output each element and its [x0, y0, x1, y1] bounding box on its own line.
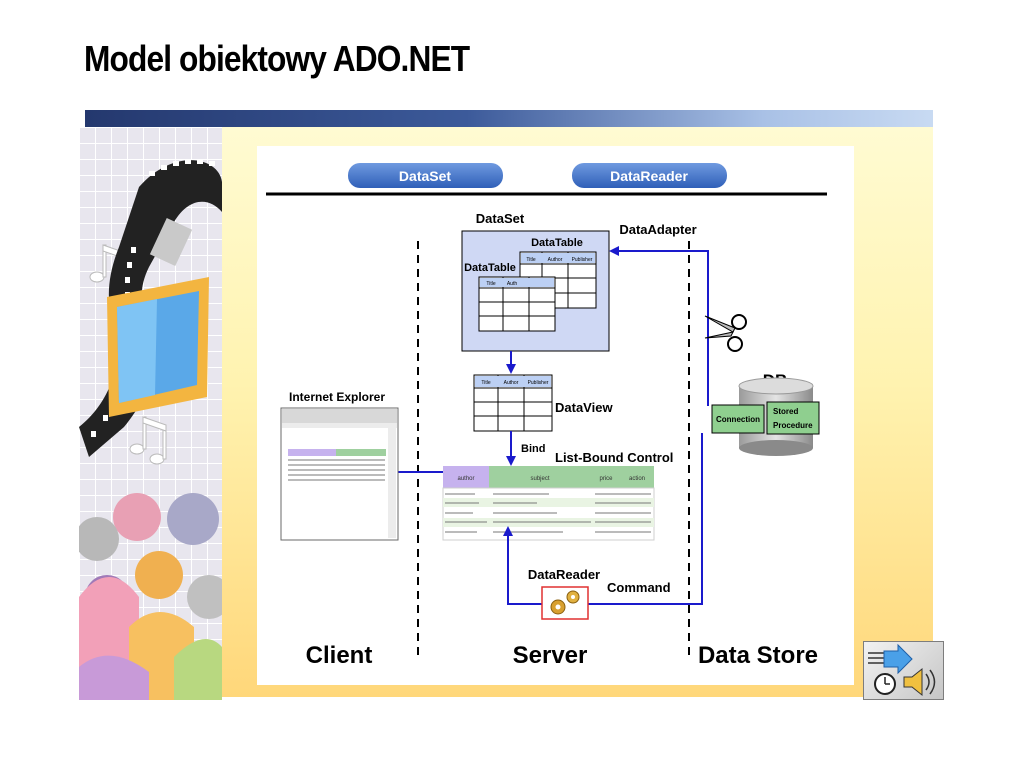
- datatable-back-header: [521, 253, 595, 263]
- zone-client: Client: [306, 642, 373, 669]
- command-arrow: [588, 433, 703, 605]
- internet-explorer-label: Internet Explorer: [289, 390, 385, 404]
- dataset-tab: [348, 163, 503, 188]
- audio-narration-button[interactable]: [863, 641, 944, 700]
- list-bound-header: author: [457, 476, 474, 482]
- browser-window-icon: [280, 407, 399, 541]
- ado-net-diagram: DataSet DataReader DataSet DataTable Tit…: [257, 146, 854, 685]
- list-bound-control-label: List-Bound Control: [555, 450, 673, 465]
- datareader-tab: [572, 163, 727, 188]
- datatable-front-header: [480, 278, 554, 287]
- zone-data-store: Data Store: [698, 642, 818, 669]
- scissors-icon: [704, 314, 747, 352]
- dataview-col: Publisher: [528, 380, 549, 386]
- speed-lines-icon: [868, 652, 886, 664]
- gears-icon: [541, 586, 589, 620]
- dataview-label: DataView: [555, 400, 613, 415]
- list-bound-header: price: [599, 476, 613, 482]
- datatable-back-label: DataTable: [531, 237, 583, 249]
- stored-procedure-box: [766, 401, 820, 435]
- slide-title: Model obiektowy ADO.NET: [84, 38, 470, 79]
- datareader-arrow: [503, 526, 542, 605]
- dataview-col: Title: [481, 380, 490, 386]
- connection-box: [711, 404, 765, 434]
- speaker-icon: [903, 667, 936, 697]
- dataset-tab-label: DataSet: [399, 168, 451, 184]
- datatable-front-label: DataTable: [464, 262, 516, 274]
- datatable-back-col: Author: [548, 257, 563, 263]
- command-label: Command: [607, 580, 671, 595]
- list-bound-header: action: [629, 476, 645, 482]
- arrow-right-icon: [883, 643, 913, 675]
- crowd-icon: [79, 493, 222, 700]
- zone-server: Server: [513, 642, 588, 669]
- stored-procedure-label: Procedure: [773, 421, 813, 430]
- connection-label: Connection: [716, 415, 760, 424]
- dataview-header: [475, 376, 551, 387]
- datatable-front-col: Title: [486, 281, 495, 287]
- list-bound-header: subject: [530, 476, 549, 482]
- datareader-tab-label: DataReader: [610, 168, 688, 184]
- stored-procedure-label: Stored: [773, 407, 798, 416]
- dataadapter-arrow: [609, 246, 709, 406]
- list-bound-control: [442, 466, 655, 541]
- dataadapter-label: DataAdapter: [619, 222, 696, 237]
- clock-icon: [874, 673, 896, 695]
- picture-frame-icon: [107, 277, 209, 417]
- title-underline-bar: [85, 110, 933, 127]
- datatable-front-col: Auth: [507, 281, 518, 287]
- dataset-label: DataSet: [476, 211, 525, 226]
- dataview-col: Author: [504, 380, 519, 386]
- bind-label: Bind: [521, 443, 545, 455]
- datareader-label: DataReader: [528, 567, 600, 582]
- decorative-artwork: [79, 127, 222, 700]
- datatable-back-col: Publisher: [572, 257, 593, 263]
- datatable-back-col: Title: [526, 257, 535, 263]
